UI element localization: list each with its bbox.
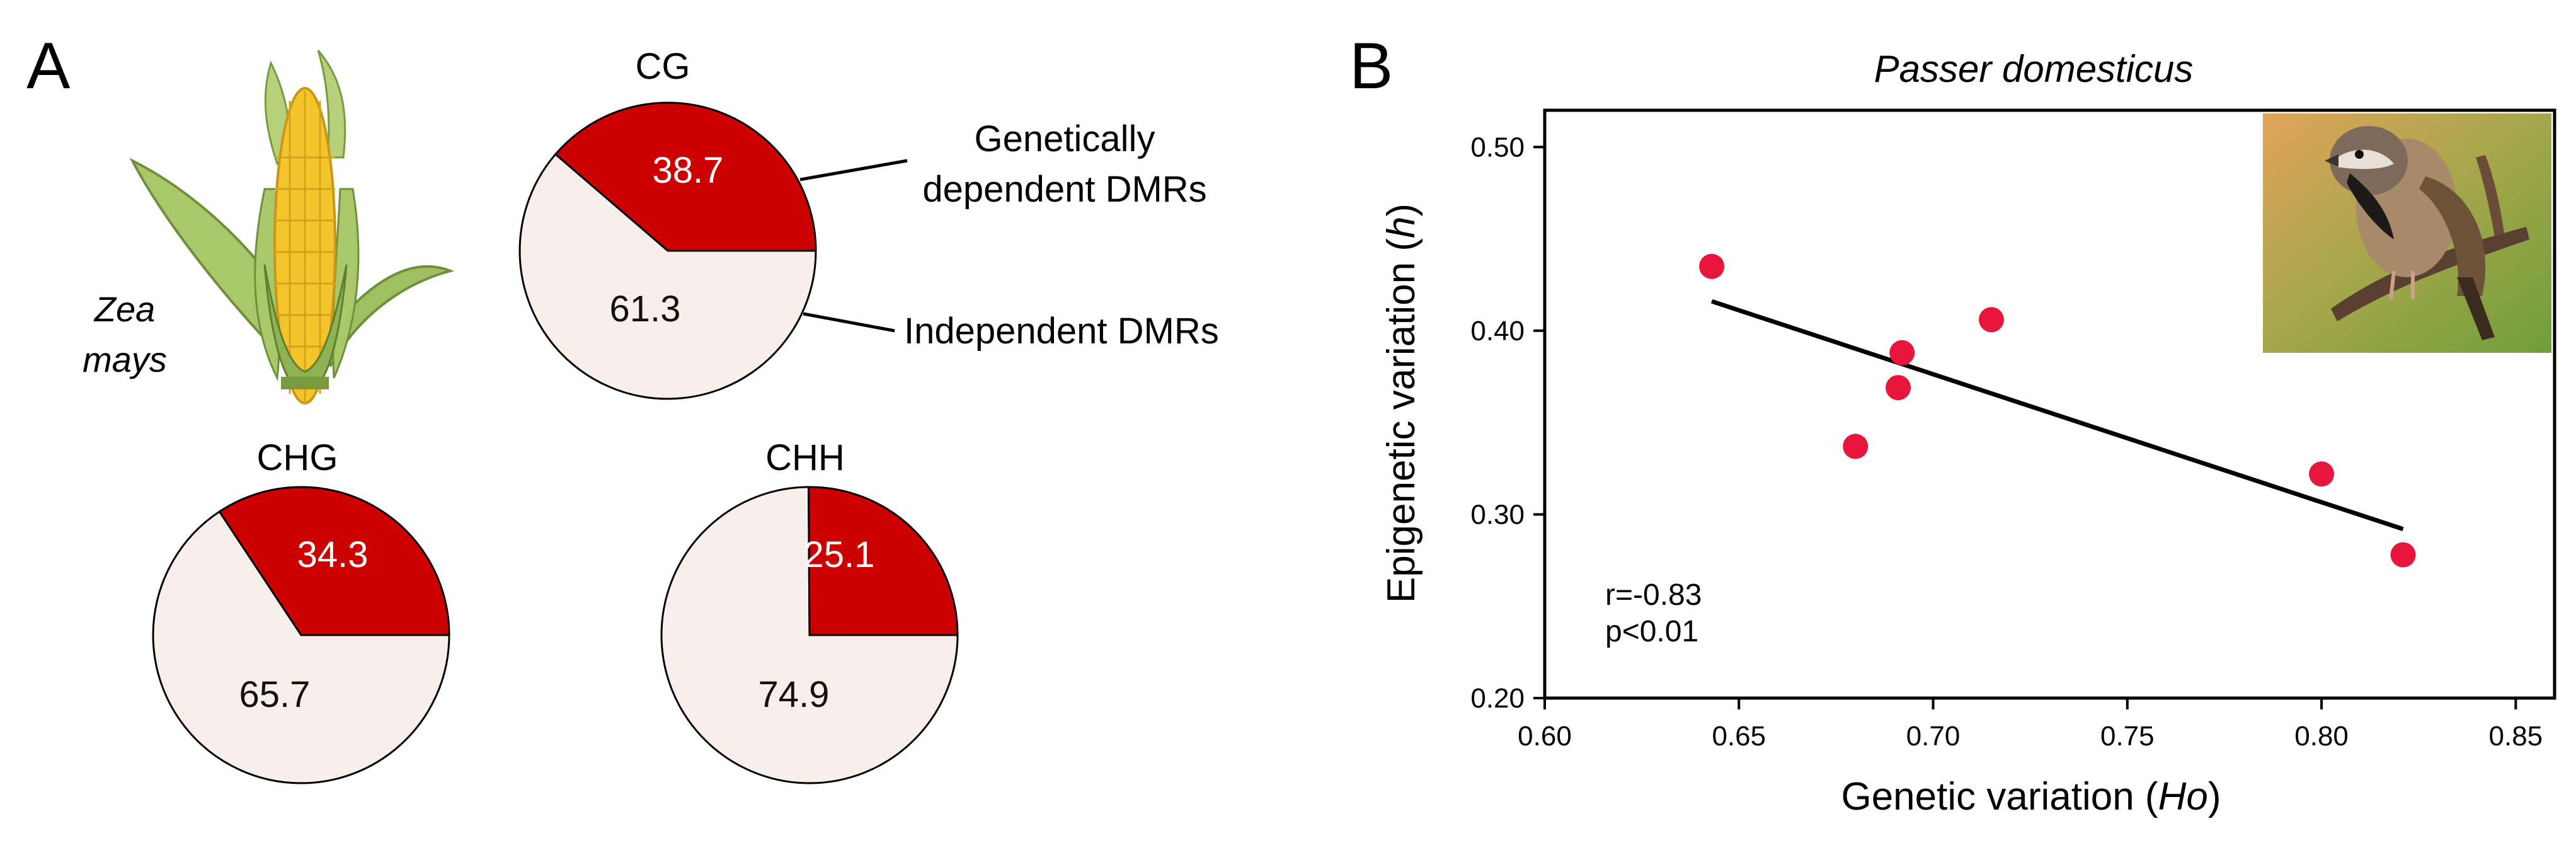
x-tick-label: 0.70 xyxy=(1906,721,1961,752)
panel-a-label: A xyxy=(26,30,71,103)
data-point xyxy=(1843,433,1869,459)
x-tick-label: 0.80 xyxy=(2294,721,2349,752)
pie-slice-dependent xyxy=(218,486,450,636)
data-point xyxy=(2309,461,2335,487)
pie-title: CHH xyxy=(765,437,845,478)
legend-leader-dependent xyxy=(799,159,908,181)
legend-independent: Independent DMRs xyxy=(904,311,1219,352)
data-point xyxy=(1886,375,1911,401)
legend-dependent-line1: Genetically xyxy=(975,118,1155,159)
y-axis-ticks: 0.20 0.30 0.40 0.50 xyxy=(1470,132,1545,714)
corn-illustration xyxy=(129,50,455,404)
pie-slice-dependent xyxy=(554,101,817,252)
data-point xyxy=(1979,307,2005,333)
pie-slice-independent xyxy=(518,152,817,400)
pie-title: CG xyxy=(636,46,690,87)
data-point xyxy=(1699,253,1725,279)
pie-cg: CG 38.7 61.3 xyxy=(518,46,817,400)
x-axis-label: Genetic variation (Ho) xyxy=(1841,775,2221,818)
sparrow-photo xyxy=(2263,113,2551,353)
pie-title: CHG xyxy=(257,437,338,478)
pie-value-independent: 74.9 xyxy=(758,674,830,715)
pie-value-independent: 65.7 xyxy=(239,674,311,715)
y-tick-label: 0.50 xyxy=(1470,132,1525,163)
x-axis-ticks: 0.60 0.65 0.70 0.75 0.80 0.85 xyxy=(1518,698,2543,752)
pie-value-dependent: 25.1 xyxy=(804,534,875,575)
x-tick-label: 0.65 xyxy=(1712,721,1766,752)
pie-value-dependent: 38.7 xyxy=(653,150,724,191)
x-tick-label: 0.85 xyxy=(2489,721,2543,752)
legend-dependent-line2: dependent DMRs xyxy=(922,169,1206,210)
species-label-zea: Zea xyxy=(93,289,156,329)
annotation-p: p<0.01 xyxy=(1605,615,1698,648)
pie-value-independent: 61.3 xyxy=(610,289,681,330)
pie-chg: CHG 34.3 65.7 xyxy=(152,437,450,784)
panel-b-label: B xyxy=(1349,30,1393,103)
pie-slice-independent xyxy=(152,510,450,784)
legend-leader-independent xyxy=(803,312,895,333)
regression-line xyxy=(1711,299,2404,532)
x-tick-label: 0.60 xyxy=(1518,721,1572,752)
annotation-r: r=-0.83 xyxy=(1605,578,1702,612)
species-label-mays: mays xyxy=(83,340,167,379)
plot-frame xyxy=(1543,108,2556,700)
y-axis-label: Epigenetic variation (h) xyxy=(1380,204,1423,603)
data-points xyxy=(1699,253,2416,568)
data-point xyxy=(2390,542,2416,568)
pie-value-dependent: 34.3 xyxy=(297,534,369,575)
data-point xyxy=(1889,340,1915,365)
pie-chh: CHH 25.1 74.9 xyxy=(660,437,959,784)
chart-title: Passer domesticus xyxy=(1874,48,2194,90)
y-tick-label: 0.40 xyxy=(1470,316,1525,347)
y-tick-label: 0.30 xyxy=(1470,499,1525,530)
scatter-plot: 0.60 0.65 0.70 0.75 0.80 0.85 0.20 0.30 0.40 0.5… xyxy=(1470,108,2556,752)
pie-slice-dependent xyxy=(808,486,959,636)
x-tick-label: 0.75 xyxy=(2100,721,2155,752)
y-tick-label: 0.20 xyxy=(1470,683,1525,714)
